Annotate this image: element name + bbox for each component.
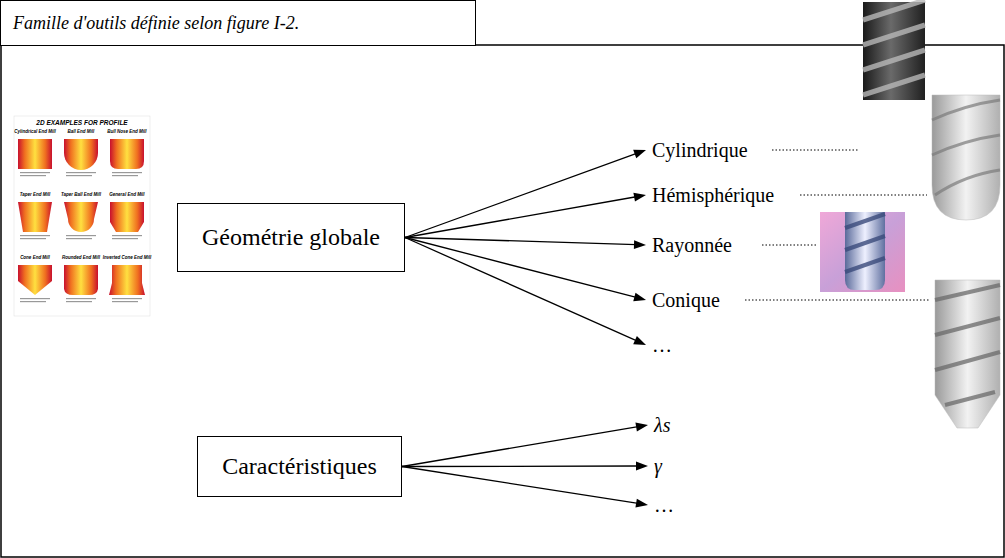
conical-tool-photo [935,280,1000,428]
title-text: Famille d'outils définie selon figure I-… [13,13,299,34]
arrow-head [633,193,646,202]
arrow-connector [405,150,646,238]
box-label: Géométrie globale [202,224,380,251]
thumbnail-caption: Cylindrical End Mill [14,130,56,135]
connector-line [402,465,638,467]
title-box: Famille d'outils définie selon figure I-… [0,0,476,46]
text-node: Rayonnée [650,233,734,258]
connector-line [402,427,638,467]
branch-label: Rayonnée [652,234,732,256]
thumbnail-caption: Inverted Cone End Mill [103,256,152,261]
bullnose-tool-photo [820,212,905,292]
branch-label: … [652,334,672,356]
arrow-connector [402,423,648,467]
text-node: Conique [650,288,722,313]
connector-line [402,467,638,504]
branch-label: Cylindrique [652,139,748,161]
thumbnail-caption: Rounded End Mill [62,256,100,261]
branch-label: … [654,494,674,516]
text-node: Hémisphérique [650,183,776,208]
arrow-head [633,336,646,345]
box-label: Caractéristiques [222,453,377,480]
profile-thumbnail [14,116,150,316]
ball-tool-photo [932,95,1000,220]
thumbnail-caption: Taper Ball End Mill [61,193,101,198]
thumbnail-caption: Bull Nose End Mill [107,130,146,135]
arrow-head [633,150,646,158]
frame [1,45,1004,557]
text-node: γ [652,454,664,479]
thumbnail-caption: Cone End Mill [20,256,50,261]
process-box: Caractéristiques [197,436,402,497]
thumbnail-caption: Taper End Mill [20,193,51,198]
branch-label: λs [654,414,670,436]
text-node: … [652,493,676,518]
arrow-head [635,499,648,508]
text-node: Cylindrique [650,138,750,163]
arrow-head [633,293,646,302]
cylindrical-tool-photo [863,0,925,100]
thumbnail-caption: Ball End Mill [68,130,95,135]
arrow-head [635,423,648,432]
arrow-head [634,240,646,249]
branch-label: Conique [652,289,720,311]
thumbnail-caption: General End Mill [109,193,144,198]
arrow-connector [402,462,648,471]
thumbnail-title: 2D EXAMPLES FOR PROFILE [36,119,127,126]
branch-label: γ [654,455,662,477]
connector-line [405,238,637,341]
connector-line [405,197,636,238]
branch-label: Hémisphérique [652,184,774,206]
process-box: Géométrie globale [177,203,405,272]
text-node: … [650,333,674,358]
arrow-connector [405,193,646,238]
connector-line [405,238,636,245]
connector-line [405,153,637,237]
leader-lines [745,150,929,300]
text-node: λs [652,413,672,438]
arrow-head [636,462,648,471]
arrow-connector [402,467,648,508]
arrow-connector [405,238,646,346]
